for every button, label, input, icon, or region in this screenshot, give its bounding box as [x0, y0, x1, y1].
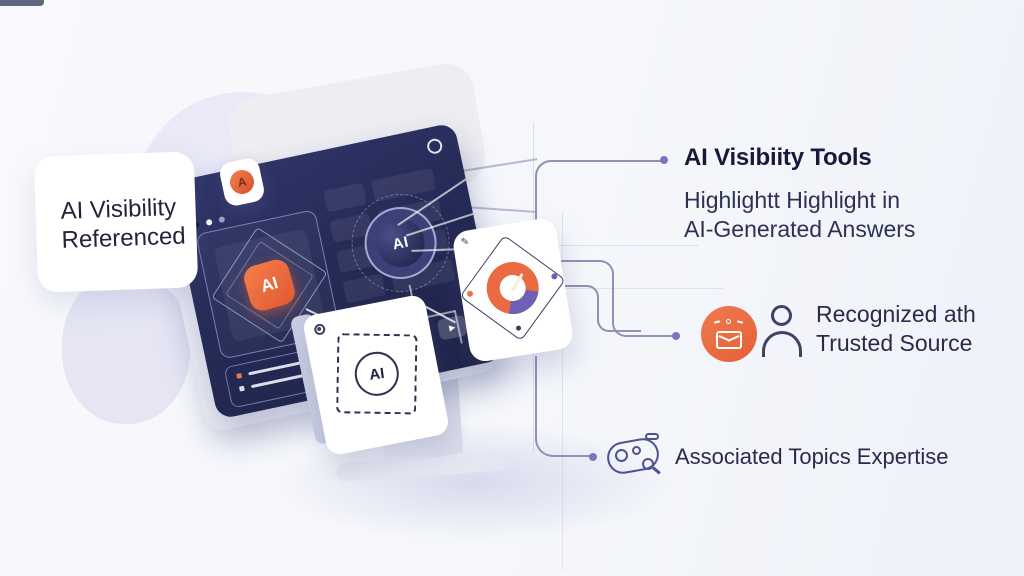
- left-card-line-2: Referenced: [61, 222, 187, 254]
- connector-dot: [672, 332, 680, 340]
- bullet-white: [238, 385, 245, 392]
- stamp-card: AI: [301, 293, 451, 457]
- subheading: Highlightt Highlight in AI-Generated Ans…: [684, 186, 915, 243]
- bullet-orange: [236, 372, 243, 379]
- window-dots: [192, 216, 226, 229]
- connector-pipe-source-a: [558, 260, 614, 308]
- half-circle-icon: [313, 322, 327, 336]
- magnifier-icon: [642, 458, 654, 470]
- person-head: [771, 305, 792, 326]
- grid-line-vertical: [562, 212, 563, 570]
- stamp-icon: AI: [336, 333, 418, 415]
- envelope-icon: [716, 331, 742, 349]
- search-icon[interactable]: [425, 137, 444, 156]
- connector-pipe-topics: [535, 356, 593, 457]
- corner-mark: [0, 0, 44, 6]
- topics-dash: [645, 433, 659, 440]
- envelope-mark: [736, 320, 744, 324]
- source-label-line-2: Trusted Source: [816, 329, 973, 356]
- pen-icon: ✎: [460, 236, 471, 249]
- envelope-mark: [713, 320, 721, 324]
- window-dot: [205, 218, 213, 226]
- gauge-card: ✎: [451, 216, 575, 364]
- network-ray-line: [464, 206, 537, 213]
- subheading-line-1: Highlightt Highlight in: [684, 187, 901, 213]
- subheading-line-2: AI-Generated Answers: [684, 215, 916, 242]
- play-icon: ▶: [448, 322, 457, 333]
- heading: AI Visibiity Tools: [684, 144, 872, 171]
- topics-label: Associated Topics Expertise: [675, 444, 949, 469]
- magnifier-handle: [652, 466, 661, 475]
- envelope-flap: [727, 335, 740, 342]
- connector-dot: [660, 156, 668, 164]
- stamp-ai-label: AI: [352, 349, 402, 399]
- background-blob-small: [62, 272, 190, 424]
- verified-source-badge: [701, 306, 757, 362]
- connector-pipe-source-d: [597, 300, 641, 332]
- connector-pipe-heading: [535, 160, 663, 232]
- left-card: AI Visibility Referenced: [33, 151, 199, 293]
- source-label: Recognized ath Trusted Source: [816, 300, 976, 358]
- source-label-line-1: Recognized ath: [816, 301, 976, 327]
- window-dot: [218, 216, 226, 224]
- topics-circle: [615, 449, 628, 462]
- connector-dot: [589, 453, 597, 461]
- grid-line-horizontal: [468, 245, 698, 246]
- connector-pipe-source-b: [612, 298, 674, 337]
- envelope-mark: [726, 319, 731, 324]
- connector-pipe-source-c: [558, 285, 599, 309]
- left-card-line-1: AI Visibility: [60, 193, 177, 225]
- grid-cell: [323, 182, 367, 213]
- play-button[interactable]: ▶: [436, 314, 469, 341]
- app-logo-icon: A: [227, 167, 257, 197]
- topics-circle: [632, 446, 641, 455]
- person-icon: [757, 303, 807, 359]
- person-shoulders: [762, 331, 802, 357]
- topics-blob: [604, 435, 662, 477]
- topics-icon: [604, 429, 667, 483]
